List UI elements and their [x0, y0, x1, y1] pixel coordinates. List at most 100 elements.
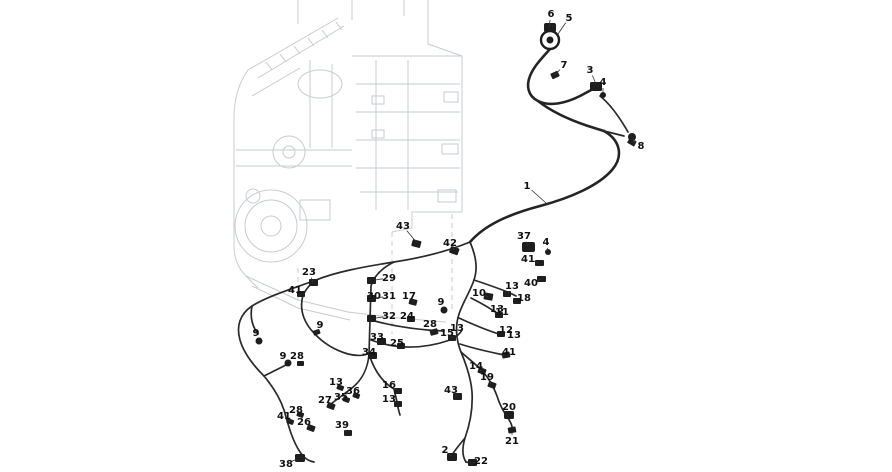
grommet-symbol	[255, 337, 263, 345]
callout-label-18[interactable]: 18	[517, 293, 531, 304]
callout-label-41[interactable]: 41	[288, 285, 302, 296]
callout-label-36[interactable]: 36	[346, 386, 360, 397]
callout-label-7[interactable]: 7	[561, 60, 568, 71]
callout-label-23[interactable]: 23	[302, 267, 316, 278]
connector-symbol	[503, 291, 511, 297]
callout-label-41[interactable]: 41	[502, 347, 516, 358]
callout-label-12[interactable]: 12	[499, 325, 513, 336]
clamp-symbol	[297, 291, 305, 297]
callout-label-5[interactable]: 5	[566, 13, 573, 24]
callout-label-34[interactable]: 34	[362, 347, 376, 358]
connector-symbol	[546, 36, 554, 44]
callout-label-33[interactable]: 33	[370, 332, 384, 343]
callout-leader-line	[484, 295, 489, 298]
callout-label-13[interactable]: 13	[507, 330, 521, 341]
clamp-symbol	[297, 361, 304, 366]
connector-symbol	[397, 343, 405, 349]
callout-label-21[interactable]: 21	[505, 436, 519, 447]
callout-label-31[interactable]: 31	[382, 291, 396, 302]
callout-leader-line	[448, 453, 452, 457]
callout-label-29[interactable]: 29	[382, 273, 396, 284]
callout-label-41[interactable]: 41	[521, 254, 535, 265]
callout-label-20[interactable]: 20	[502, 402, 516, 413]
callout-leader-line	[454, 393, 458, 397]
callout-label-28[interactable]: 28	[289, 405, 303, 416]
callout-leader-line	[394, 401, 398, 404]
callout-leader-line	[291, 458, 298, 462]
callout-label-27[interactable]: 27	[318, 395, 332, 406]
callout-label-25[interactable]: 25	[390, 338, 404, 349]
callout-leader-line	[345, 429, 348, 433]
callout-label-13[interactable]: 13	[329, 377, 343, 388]
callout-label-30[interactable]: 30	[367, 291, 381, 302]
callout-label-40[interactable]: 40	[524, 278, 538, 289]
callout-leader-line	[375, 316, 384, 319]
callout-leader-line	[479, 369, 482, 372]
callout-label-13[interactable]: 13	[382, 394, 396, 405]
callout-label-9[interactable]: 9	[317, 320, 324, 331]
connector-symbol	[407, 316, 415, 322]
callout-leader-line	[452, 248, 455, 251]
callout-label-2[interactable]: 2	[442, 445, 449, 456]
callout-label-43[interactable]: 43	[396, 221, 410, 232]
callout-label-9[interactable]: 9	[438, 297, 445, 308]
clamp-symbol	[501, 351, 511, 359]
callout-leader-line	[310, 277, 314, 283]
connector-symbol	[487, 381, 497, 389]
callout-leader-line	[328, 403, 331, 406]
callout-label-3[interactable]: 3	[587, 65, 594, 76]
callout-leader-line	[315, 330, 318, 334]
callout-label-28[interactable]: 28	[290, 351, 304, 362]
callout-label-13[interactable]: 13	[490, 304, 504, 315]
callout-leader-line	[525, 241, 529, 247]
callout-label-26[interactable]: 26	[297, 417, 311, 428]
callout-label-11[interactable]: 11	[495, 307, 509, 318]
callout-leader-line	[288, 419, 291, 422]
callout-label-24[interactable]: 24	[400, 311, 414, 322]
callout-leader-line	[507, 291, 510, 294]
connector-symbol	[483, 292, 494, 301]
grommet-symbol	[440, 306, 448, 314]
callout-label-1[interactable]: 1	[524, 181, 531, 192]
clamp-symbol	[627, 138, 637, 147]
callout-label-22[interactable]: 22	[474, 456, 488, 467]
callout-label-32[interactable]: 32	[382, 311, 396, 322]
callout-leader-line	[546, 247, 549, 252]
callout-label-4[interactable]: 4	[543, 237, 550, 248]
callout-label-14[interactable]: 14	[469, 361, 483, 372]
callout-leader-line	[592, 75, 597, 85]
callout-label-42[interactable]: 42	[443, 238, 457, 249]
callout-leader-line	[533, 260, 540, 264]
callout-label-13[interactable]: 13	[505, 281, 519, 292]
callout-leader-line	[536, 278, 542, 282]
callout-label-35[interactable]: 35	[334, 392, 348, 403]
callout-label-9[interactable]: 9	[253, 328, 260, 339]
callout-label-19[interactable]: 19	[480, 372, 494, 383]
callout-label-6[interactable]: 6	[548, 9, 555, 20]
callout-label-13[interactable]: 13	[450, 323, 464, 334]
clamp-symbol	[309, 279, 318, 286]
callout-label-15[interactable]: 15	[440, 328, 454, 339]
clamp-symbol	[352, 392, 361, 399]
callout-label-17[interactable]: 17	[402, 291, 416, 302]
callout-leader-line	[258, 338, 260, 341]
callout-label-28[interactable]: 28	[423, 319, 437, 330]
callout-label-41[interactable]: 41	[277, 411, 291, 422]
connector-symbol	[513, 298, 521, 304]
clamp-symbol	[429, 328, 439, 336]
callout-label-9[interactable]: 9	[280, 351, 287, 362]
connector-symbol	[504, 411, 514, 419]
callout-label-4[interactable]: 4	[600, 77, 607, 88]
connector-symbol	[295, 454, 305, 462]
callout-label-8[interactable]: 8	[638, 141, 645, 152]
clamp-symbol	[286, 418, 295, 425]
callout-label-37[interactable]: 37	[517, 231, 531, 242]
connector-symbol	[447, 453, 457, 461]
callout-label-16[interactable]: 16	[382, 380, 396, 391]
callout-leader-line	[432, 329, 435, 332]
callout-label-43[interactable]: 43	[444, 385, 458, 396]
callout-label-39[interactable]: 39	[335, 420, 349, 431]
callout-label-38[interactable]: 38	[279, 459, 293, 470]
callout-label-10[interactable]: 10	[472, 288, 486, 299]
